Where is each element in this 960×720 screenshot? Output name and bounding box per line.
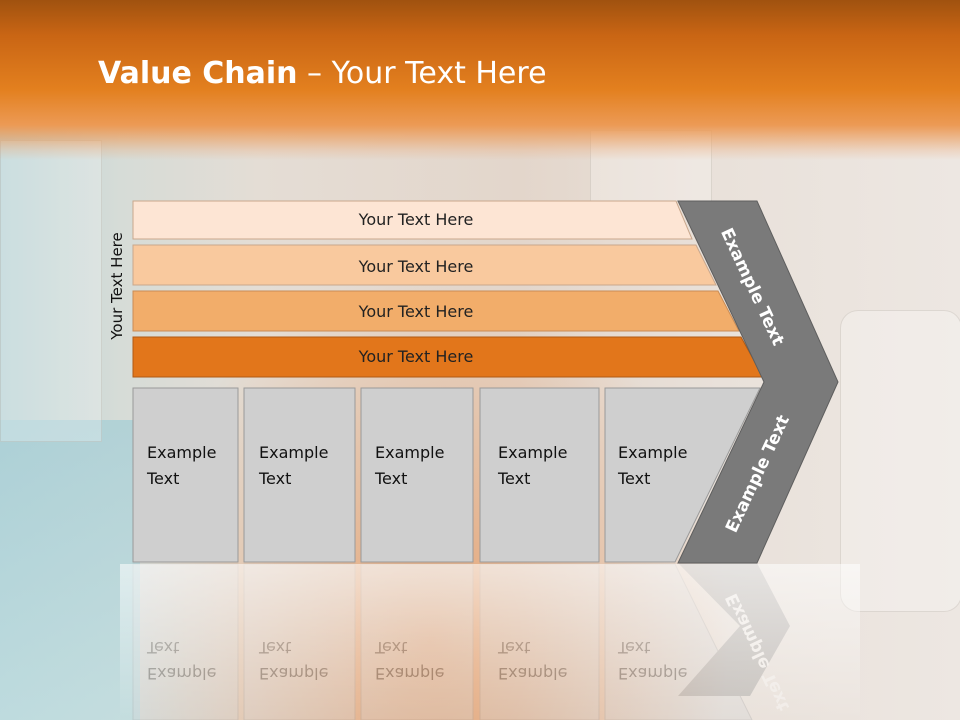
box-1-line1: Example bbox=[147, 443, 216, 462]
box-4-line2: Text bbox=[497, 469, 530, 488]
box-3-line1: Example bbox=[375, 443, 444, 462]
reflection-fade bbox=[120, 564, 860, 720]
box-4-shape bbox=[479, 387, 600, 563]
bar-3-label: Your Text Here bbox=[358, 302, 474, 321]
box-5-line2: Text bbox=[617, 469, 650, 488]
chevron-shape bbox=[677, 200, 839, 564]
slide-title: Value Chain – Your Text Here bbox=[98, 56, 547, 91]
bar-1-label: Your Text Here bbox=[358, 210, 474, 229]
bar-3[interactable]: Your Text Here bbox=[132, 290, 740, 332]
box-3[interactable]: Example Text bbox=[360, 387, 474, 563]
box-1-shape bbox=[132, 387, 239, 563]
box-2[interactable]: Example Text bbox=[243, 387, 356, 563]
box-5[interactable]: Example Text bbox=[604, 387, 761, 563]
header-band bbox=[0, 0, 960, 160]
box-3-line2: Text bbox=[374, 469, 407, 488]
bar-3-shape bbox=[132, 290, 740, 332]
bar-1-shape bbox=[132, 200, 693, 240]
box-1[interactable]: Example Text bbox=[132, 387, 239, 563]
title-bold: Value Chain bbox=[98, 56, 298, 91]
background-seat bbox=[840, 310, 960, 612]
bar-4[interactable]: Your Text Here bbox=[132, 336, 764, 378]
box-2-line2: Text bbox=[258, 469, 291, 488]
box-1-line2: Text bbox=[146, 469, 179, 488]
background-cabinet bbox=[0, 140, 102, 442]
title-rest: – Your Text Here bbox=[297, 56, 547, 91]
box-3-shape bbox=[360, 387, 474, 563]
box-4-line1: Example bbox=[498, 443, 567, 462]
chevron[interactable]: Example Text Example Text bbox=[677, 200, 839, 564]
bar-2[interactable]: Your Text Here bbox=[132, 244, 717, 286]
background-floor bbox=[0, 420, 140, 720]
bar-4-label: Your Text Here bbox=[358, 347, 474, 366]
bar-2-shape bbox=[132, 244, 717, 286]
bar-1[interactable]: Your Text Here bbox=[132, 200, 693, 240]
bar-2-label: Your Text Here bbox=[358, 257, 474, 276]
box-2-shape bbox=[243, 387, 356, 563]
box-5-line1: Example bbox=[618, 443, 687, 462]
box-2-line1: Example bbox=[259, 443, 328, 462]
box-4[interactable]: Example Text bbox=[479, 387, 600, 563]
box-5-shape bbox=[604, 387, 761, 563]
